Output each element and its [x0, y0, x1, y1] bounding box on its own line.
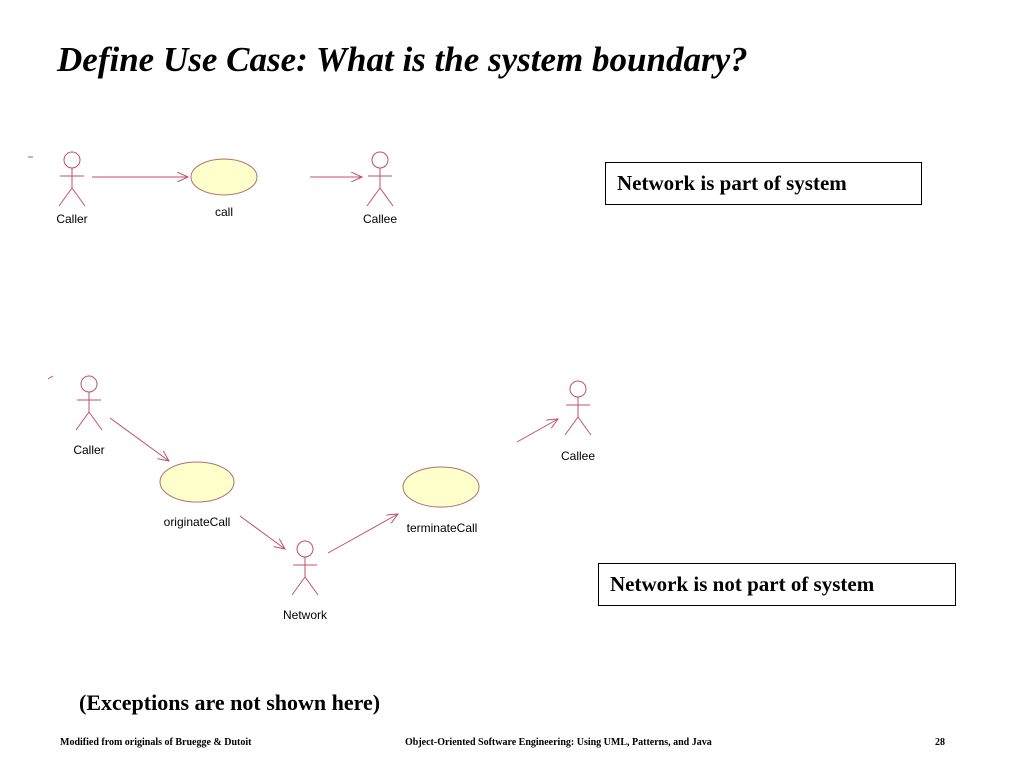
- diagram2-network-actor[interactable]: [291, 540, 319, 596]
- diagram1-callee-label: Callee: [363, 212, 397, 226]
- diagram2-usecase-terminate[interactable]: [402, 466, 480, 508]
- diagram1-caller-label: Caller: [56, 212, 87, 226]
- footer-book-title: Object-Oriented Software Engineering: Us…: [405, 737, 712, 748]
- slide-title: Define Use Case: What is the system boun…: [57, 40, 748, 79]
- diagram2-originate-network-association[interactable]: [239, 515, 285, 549]
- diagram2-usecase-originate[interactable]: [159, 461, 235, 503]
- diagram1: Caller call Callee: [28, 151, 397, 226]
- diagram2-callee-actor[interactable]: [564, 380, 592, 436]
- footer-page-number: 28: [935, 737, 945, 748]
- exceptions-note: (Exceptions are not shown here): [79, 690, 381, 715]
- diagram2-network-terminate-association[interactable]: [327, 514, 398, 554]
- diagram1-callee-actor[interactable]: [366, 151, 394, 207]
- diagram2-callee-label: Callee: [561, 449, 595, 463]
- diagram1-caller-actor[interactable]: [58, 151, 86, 207]
- diagram2-caller-label: Caller: [73, 443, 104, 457]
- diagram2-network-label: Network: [283, 608, 328, 622]
- diagram2-terminate-callee-association[interactable]: [516, 419, 558, 443]
- diagram2-usecase-originate-label: originateCall: [164, 515, 231, 529]
- diagram2: Caller originateCall Network terminateCa…: [47, 375, 595, 622]
- network-not-part-of-system-box: Network is not part of system: [598, 563, 956, 606]
- diagram1-usecase-call-label: call: [215, 205, 233, 219]
- stray-mark: [47, 375, 54, 380]
- footer-credit: Modified from originals of Bruegge & Dut…: [60, 737, 252, 748]
- diagram1-usecase-call[interactable]: [190, 158, 258, 196]
- network-part-of-system-box: Network is part of system: [605, 162, 922, 205]
- diagram2-usecase-terminate-label: terminateCall: [407, 521, 478, 535]
- diagram2-caller-originate-association[interactable]: [109, 417, 169, 461]
- diagram2-caller-actor[interactable]: [75, 375, 103, 431]
